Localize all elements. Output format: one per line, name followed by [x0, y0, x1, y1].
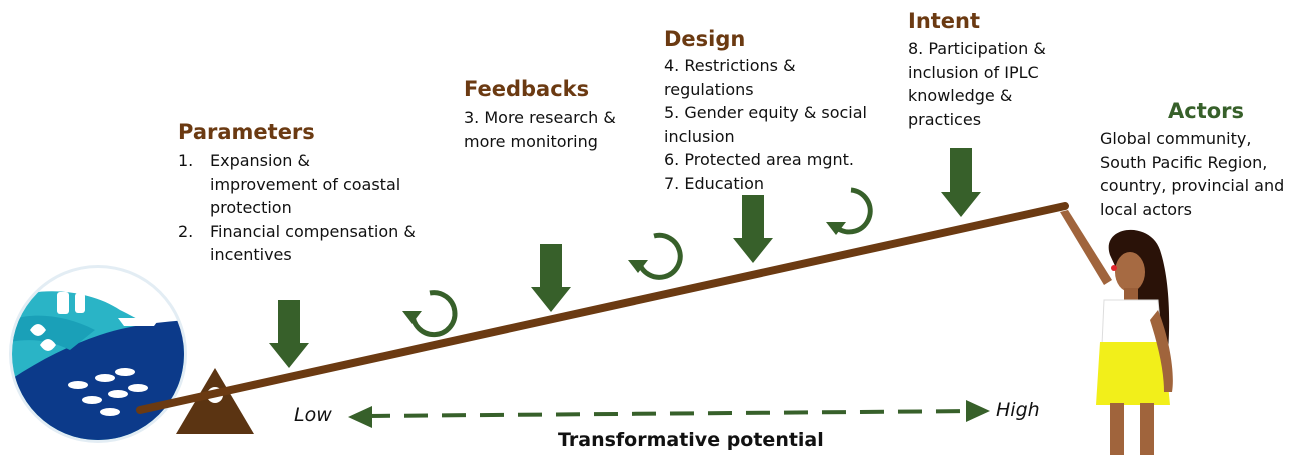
list-item-line: 6. Protected area mgnt. — [664, 150, 855, 169]
intent-list: 8. Participation & inclusion of IPLC kno… — [908, 37, 1046, 131]
list-item-line: local actors — [1100, 199, 1192, 219]
list-item-line: practices — [908, 109, 982, 129]
lever-beam — [136, 202, 1069, 414]
parameters-item-1: 1. Expansion & improvement of coastal pr… — [178, 149, 416, 220]
list-item-line: South Pacific Region, — [1100, 152, 1268, 172]
list-item-line: inclusion of IPLC — [908, 62, 1039, 82]
axis-title: Transformative potential — [558, 429, 824, 451]
down-arrow-icon — [941, 148, 981, 217]
list-item-line: Global community, — [1100, 129, 1252, 148]
list-item-line: protection — [210, 198, 292, 217]
actors-heading: Actors — [1168, 99, 1245, 123]
list-item-line: Expansion & — [210, 151, 310, 170]
list-item-line: 8. Participation & — [908, 39, 1046, 58]
item-number: 2. — [178, 221, 194, 241]
list-item-line: 7. Education — [664, 173, 765, 193]
intent-heading: Intent — [908, 9, 981, 33]
down-arrow-icon — [733, 195, 773, 263]
parameters-item-2: 2. Financial compensation & incentives — [178, 220, 416, 267]
list-item-line: incentives — [210, 245, 292, 264]
down-arrow-icon — [269, 300, 309, 368]
circular-arrow-icon — [402, 290, 458, 338]
axis-high-label: High — [996, 399, 1040, 421]
axis-low-label: Low — [294, 404, 332, 426]
island-community-icon — [9, 265, 187, 443]
list-item-line: regulations — [664, 79, 754, 99]
list-item-line: 4. Restrictions & — [664, 56, 796, 75]
parameters-list: 1. Expansion & improvement of coastal pr… — [178, 149, 416, 267]
actors-list: Global community, South Pacific Region, … — [1100, 127, 1284, 221]
circular-arrow-icon — [826, 187, 873, 235]
design-heading: Design — [664, 27, 746, 51]
circular-arrow-icon — [628, 232, 683, 280]
list-item-line: more monitoring — [464, 131, 598, 151]
feedbacks-list: 3. More research & more monitoring — [464, 106, 616, 153]
item-number: 1. — [178, 151, 194, 170]
list-item-line: country, provincial and — [1100, 176, 1285, 195]
design-list: 4. Restrictions & regulations 5. Gender … — [664, 54, 867, 195]
woman-lifting-lever-icon — [1060, 210, 1173, 455]
list-item-line: inclusion — [664, 126, 735, 146]
list-item-line: knowledge & — [908, 86, 1013, 105]
transformative-axis-arrow — [348, 400, 990, 428]
down-arrow-icon — [531, 244, 571, 312]
list-item-line: Financial compensation & — [210, 221, 416, 241]
list-item-line: 3. More research & — [464, 108, 616, 127]
feedbacks-heading: Feedbacks — [464, 77, 590, 101]
list-item-line: 5. Gender equity & social — [664, 103, 867, 122]
parameters-heading: Parameters — [178, 120, 315, 144]
list-item-line: improvement of coastal — [210, 174, 401, 194]
